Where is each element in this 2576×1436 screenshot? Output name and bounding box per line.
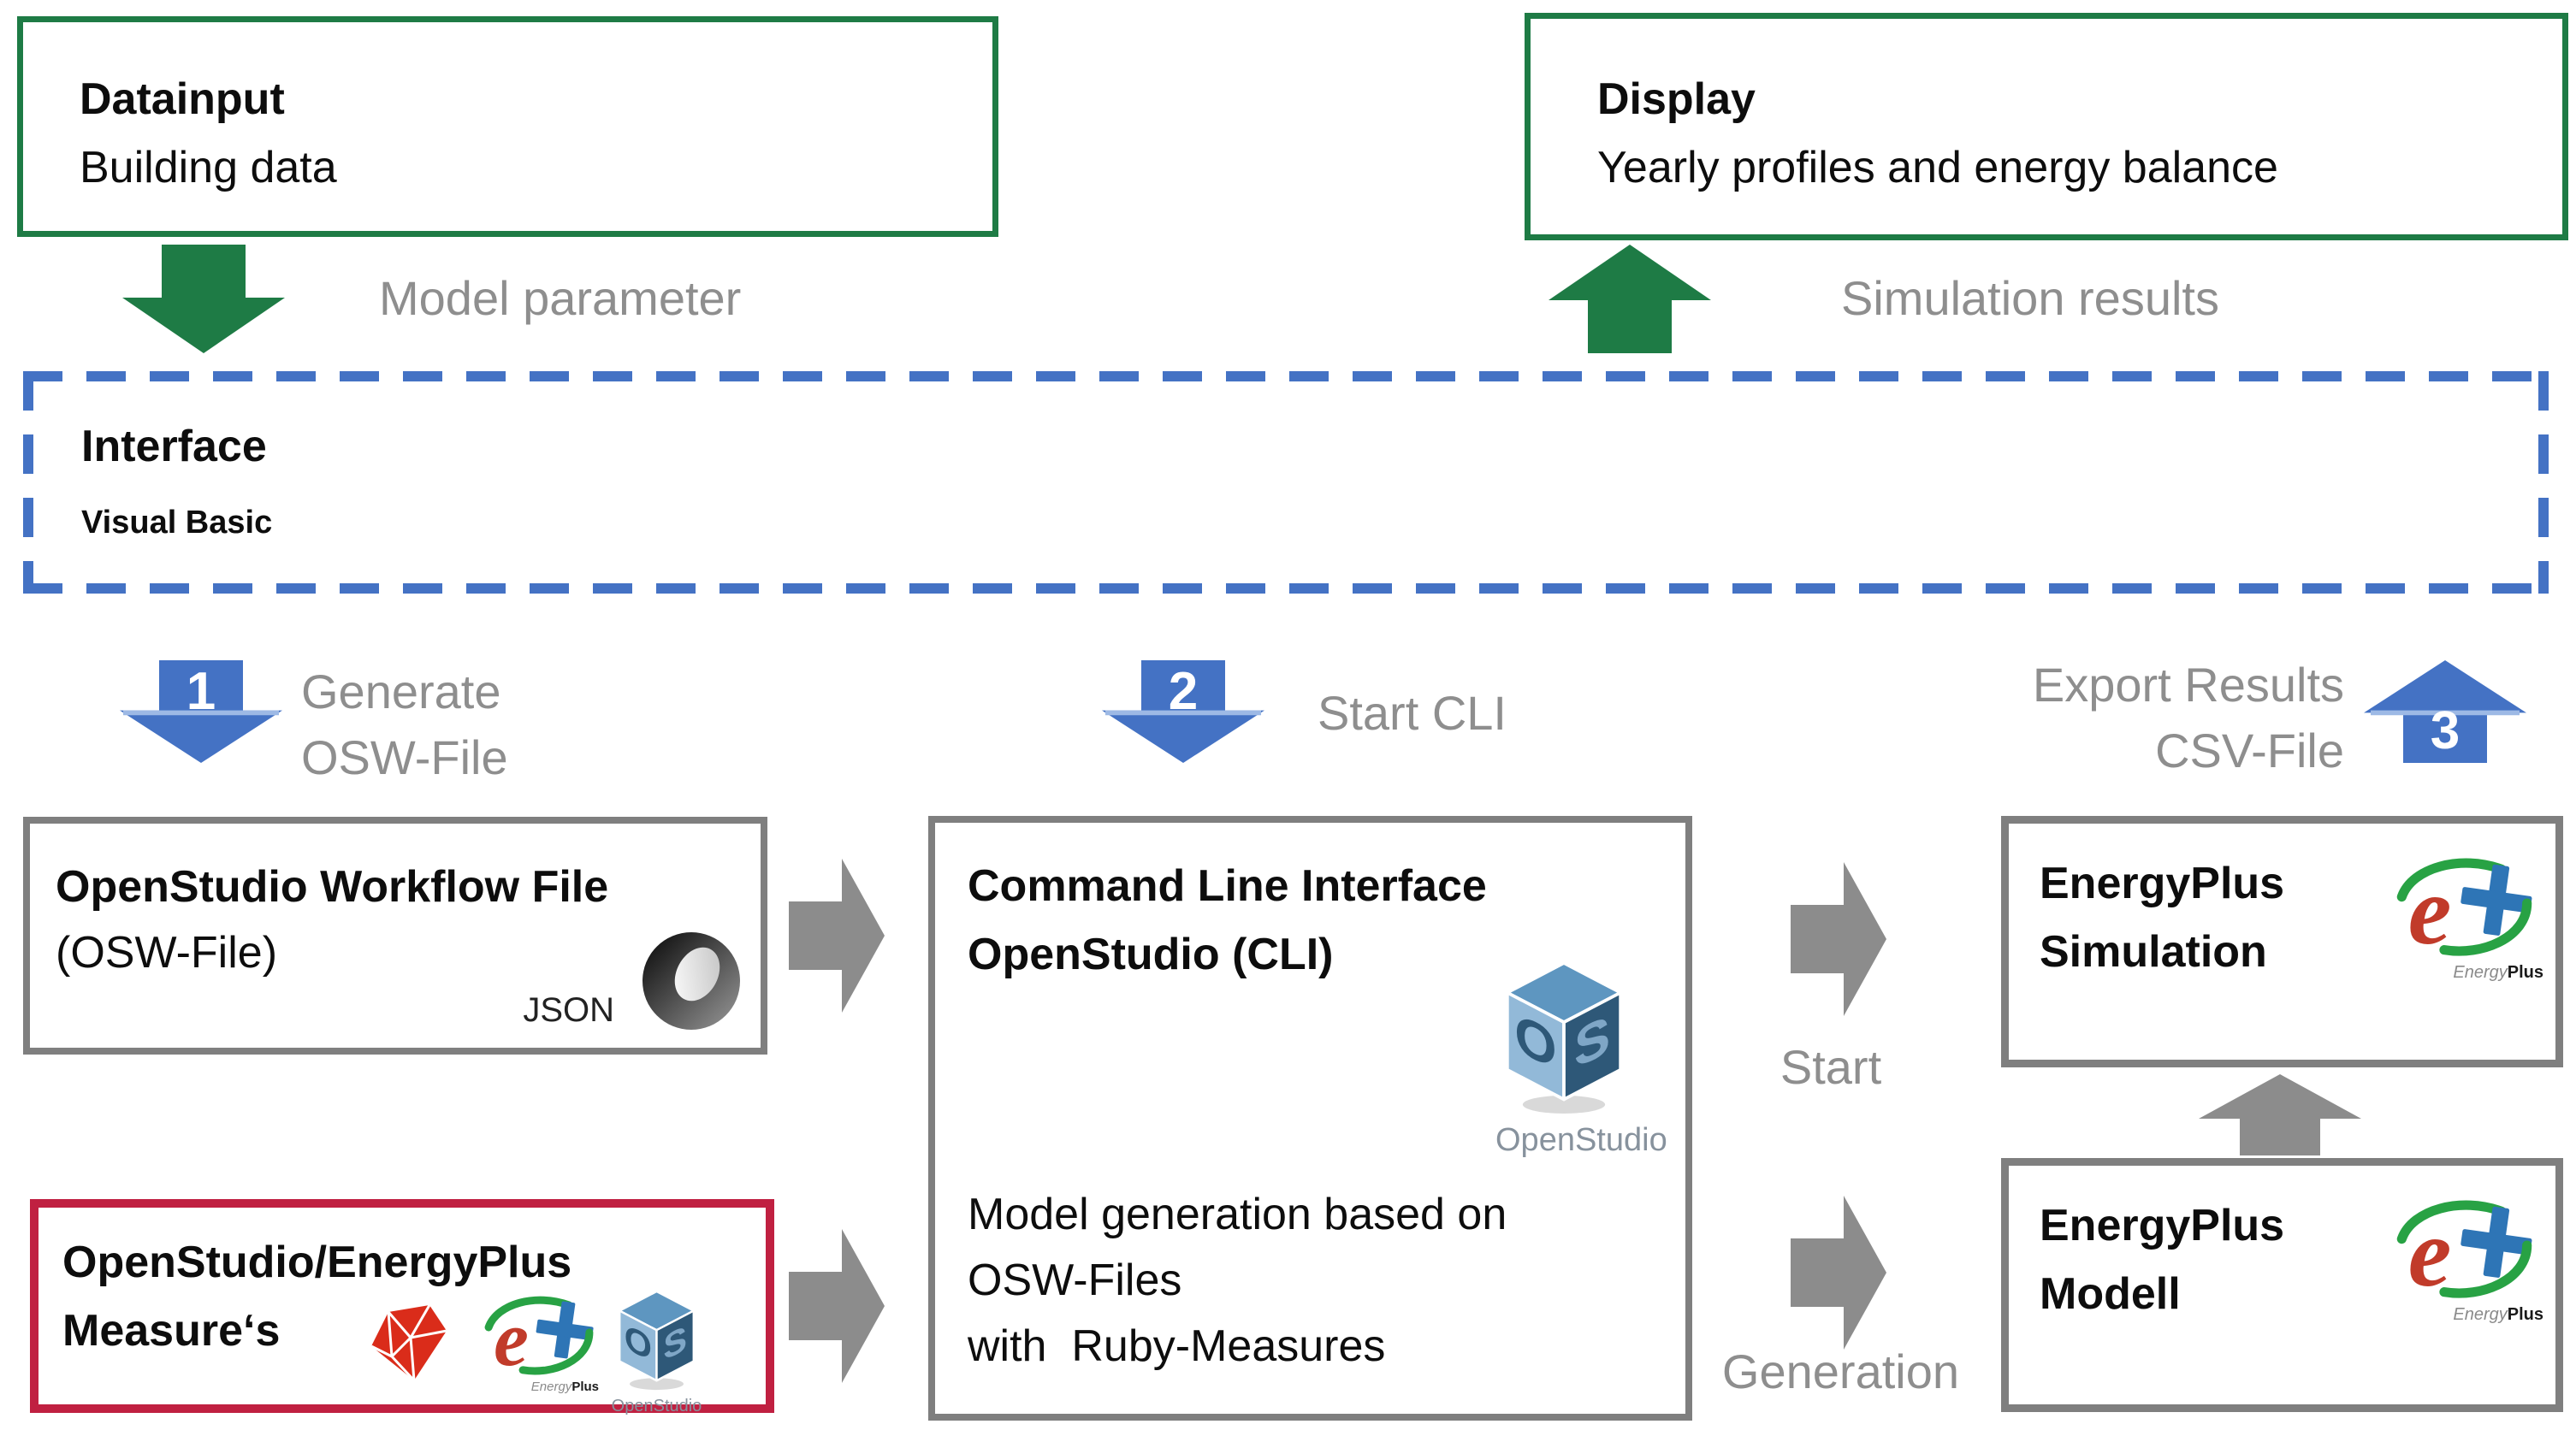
osw-subtitle: (OSW-File) bbox=[56, 928, 278, 978]
interface-box: Interface Visual Basic bbox=[23, 371, 2549, 594]
measures-to-cli-arrow-icon bbox=[789, 1229, 885, 1383]
dashed-border-bottom bbox=[23, 583, 2549, 594]
osw-file-box: OpenStudio Workflow File (OSW-File) JSON bbox=[23, 817, 767, 1055]
step-3-arrow-icon: 3 bbox=[2364, 660, 2526, 763]
start-arrow-icon bbox=[1791, 862, 1886, 1016]
generation-label: Generation bbox=[1721, 1344, 1959, 1398]
energyplus-icon-caption: EnergyPlus bbox=[530, 1380, 599, 1394]
energyplus-icon-caption: EnergyPlus bbox=[2453, 963, 2543, 982]
measures-title-line2: Measure‘s bbox=[62, 1306, 281, 1356]
step-1-arrow-icon: 1 bbox=[120, 660, 282, 763]
generation-arrow-icon bbox=[1791, 1196, 1886, 1350]
ep-model-title-line1: EnergyPlus bbox=[2040, 1201, 2285, 1250]
osw-to-cli-arrow-icon bbox=[789, 859, 885, 1013]
interface-subtitle: Visual Basic bbox=[81, 505, 273, 541]
step-3-label: Export Results CSV-File bbox=[2032, 658, 2344, 777]
energyplus-icon: e EnergyPlus bbox=[2385, 1197, 2543, 1325]
energyplus-simulation-box: EnergyPlus Simulation e EnergyPlus bbox=[2001, 816, 2563, 1067]
model-to-simulation-arrow-icon bbox=[2199, 1074, 2361, 1155]
datainput-subtitle: Building data bbox=[80, 143, 337, 192]
step-2-label: Start CLI bbox=[1318, 686, 1507, 740]
dashed-border-top bbox=[23, 371, 2549, 381]
step-2-arrow-icon: 2 bbox=[1102, 660, 1264, 763]
step-3-number: 3 bbox=[2430, 701, 2461, 760]
green-down-arrow-icon bbox=[122, 245, 285, 353]
step-2-number: 2 bbox=[1168, 662, 1199, 721]
model-parameter-label: Model parameter bbox=[379, 271, 742, 325]
dashed-border-right bbox=[2538, 371, 2549, 594]
measures-box: OpenStudio/EnergyPlus Measure‘s e Energy… bbox=[30, 1199, 774, 1416]
ep-sim-title-line1: EnergyPlus bbox=[2040, 859, 2285, 908]
display-title: Display bbox=[1597, 74, 1756, 124]
cli-title-line1: Command Line Interface bbox=[968, 861, 1487, 911]
step-1-number: 1 bbox=[186, 662, 216, 721]
ruby-icon bbox=[366, 1300, 452, 1386]
openstudio-cube-icon: O S OpenStudio bbox=[1495, 958, 1667, 1159]
openstudio-cube-caption: OpenStudio bbox=[611, 1397, 702, 1415]
cli-title-line2: OpenStudio (CLI) bbox=[968, 930, 1334, 979]
datainput-title: Datainput bbox=[80, 74, 285, 124]
step-1-label: Generate OSW-File bbox=[301, 665, 508, 784]
openstudio-cube-icon: O S OpenStudio bbox=[607, 1288, 706, 1416]
openstudio-cube-caption: OpenStudio bbox=[1495, 1122, 1667, 1158]
json-icon bbox=[640, 930, 743, 1032]
green-up-arrow-icon bbox=[1549, 245, 1711, 353]
ep-model-title-line2: Modell bbox=[2040, 1269, 2181, 1319]
cli-body-text: Model generation based on OSW-Files with… bbox=[968, 1190, 1507, 1371]
display-subtitle: Yearly profiles and energy balance bbox=[1597, 143, 2278, 192]
energyplus-icon: e EnergyPlus bbox=[2385, 854, 2543, 983]
simulation-results-label: Simulation results bbox=[1841, 271, 2219, 325]
energyplus-icon: e EnergyPlus bbox=[479, 1293, 599, 1394]
measures-title-line1: OpenStudio/EnergyPlus bbox=[62, 1238, 572, 1287]
interface-title: Interface bbox=[81, 422, 267, 471]
energyplus-model-box: EnergyPlus Modell e EnergyPlus bbox=[2001, 1158, 2563, 1412]
ep-sim-title-line2: Simulation bbox=[2040, 927, 2267, 977]
cli-box: Command Line Interface OpenStudio (CLI) … bbox=[928, 816, 1692, 1421]
datainput-box: Datainput Building data bbox=[17, 16, 998, 237]
display-box: Display Yearly profiles and energy balan… bbox=[1525, 13, 2568, 240]
dashed-border-left bbox=[23, 371, 33, 594]
osw-title: OpenStudio Workflow File bbox=[56, 862, 609, 912]
json-label: JSON bbox=[523, 991, 614, 1029]
energyplus-icon-caption: EnergyPlus bbox=[2453, 1305, 2543, 1324]
start-label: Start bbox=[1780, 1040, 1882, 1094]
